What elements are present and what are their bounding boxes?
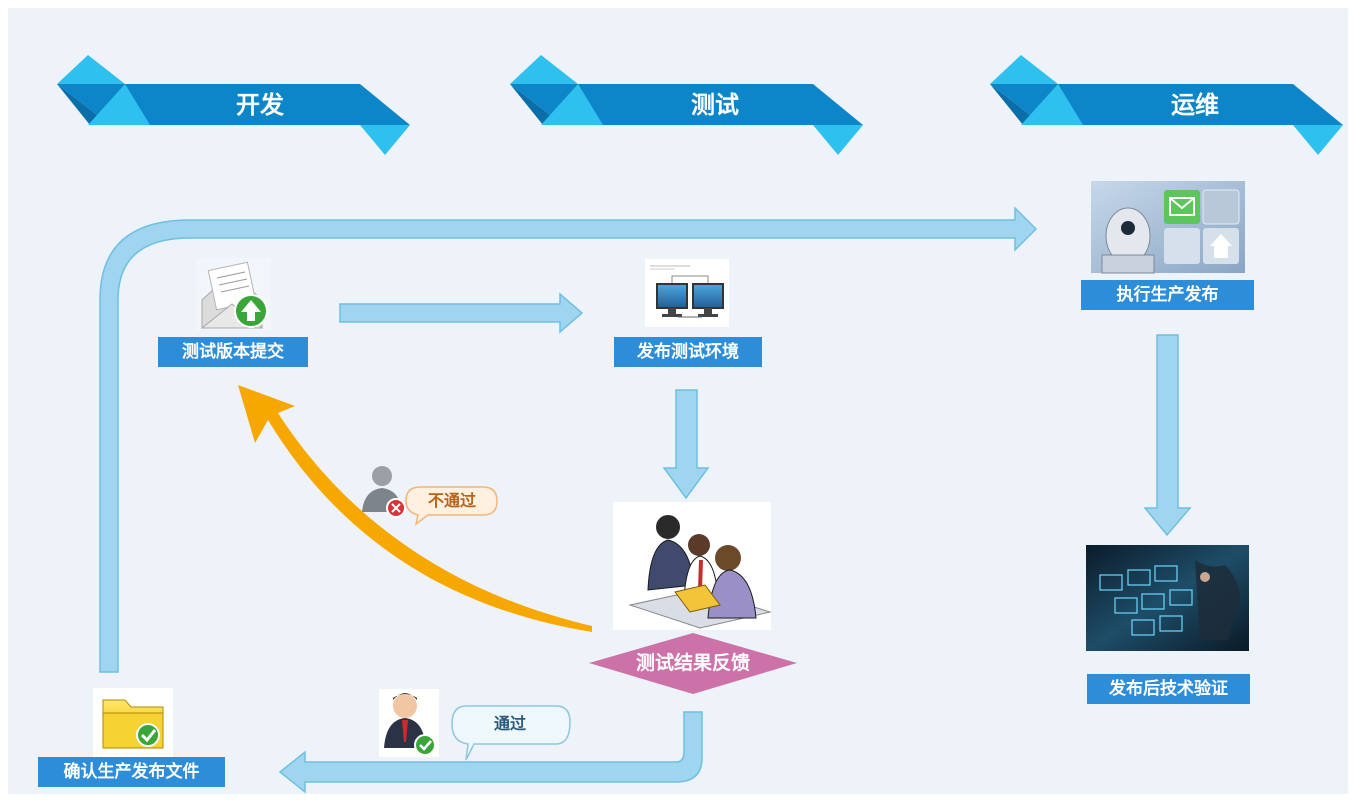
banner-label-dev: 开发 — [236, 91, 284, 119]
banner-label-ops: 运维 — [1171, 91, 1219, 119]
user-reject-icon — [362, 466, 406, 518]
banner-dev — [57, 55, 410, 155]
tech-touch-icon — [1086, 545, 1249, 651]
pass-bubble-text: 通过 — [493, 714, 526, 733]
arrow-deploy-to-feedback — [662, 389, 710, 500]
node-label-prod-release[interactable]: 执行生产发布 — [1081, 280, 1254, 310]
fail-bubble-text: 不通过 — [427, 491, 476, 510]
arrow-prod-to-verify — [1143, 334, 1192, 537]
decision-diamond — [589, 633, 797, 694]
mail-upload-icon — [196, 258, 271, 330]
computers-network-icon — [645, 259, 729, 327]
node-label-confirm[interactable]: 确认生产发布文件 — [38, 757, 225, 787]
node-label-verify[interactable]: 发布后技术验证 — [1087, 674, 1250, 704]
user-approve-icon — [379, 689, 439, 757]
fail-bubble — [405, 486, 498, 526]
arrow-feedback-to-confirm — [278, 711, 703, 794]
team-meeting-icon — [613, 502, 772, 630]
node-label-submit[interactable]: 测试版本提交 — [158, 337, 308, 367]
node-label-feedback[interactable]: 测试结果反馈 — [635, 652, 750, 674]
arrow-reject-to-submit — [238, 385, 592, 632]
arrow-confirm-to-prod — [99, 206, 1038, 673]
arrow-submit-to-deploy — [339, 292, 584, 334]
pass-bubble — [451, 705, 571, 761]
folder-check-icon — [93, 688, 173, 758]
robot-icon — [1091, 181, 1245, 274]
banner-ops — [990, 55, 1343, 155]
node-label-deploy-test[interactable]: 发布测试环境 — [614, 337, 762, 367]
banner-label-test: 测试 — [691, 91, 739, 119]
banner-test — [510, 55, 863, 155]
